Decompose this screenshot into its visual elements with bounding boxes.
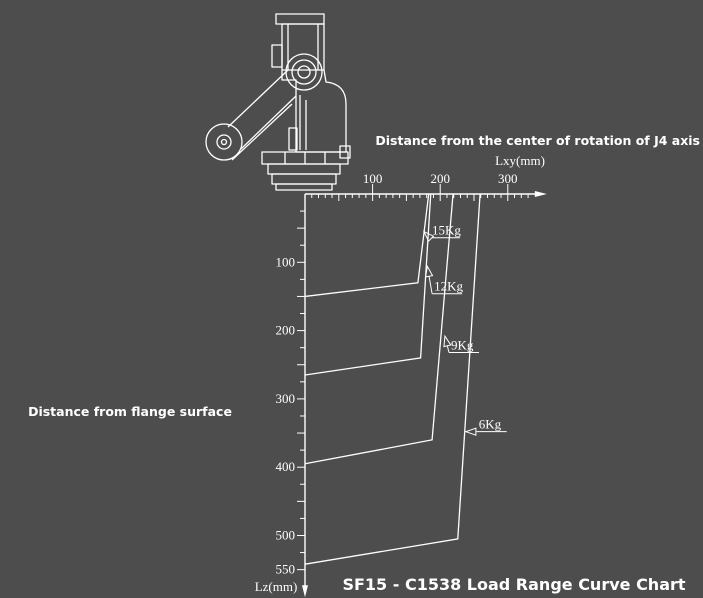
y-minor-ticks [297,210,305,571]
x-tick-label: 100 [363,171,383,186]
series-arrowhead [464,427,477,436]
series-layer: 15Kg 12Kg 9Kg 6Kg [304,193,507,565]
series-label-9Kg: 9Kg [451,337,474,352]
chart-title: SF15 - C1538 Load Range Curve Chart [342,575,685,594]
series-line-9Kg [304,193,454,465]
y-tick-label: 400 [276,459,296,474]
x-axis-caption: Distance from the center of rotation of … [375,133,700,148]
y-tick-label: 200 [276,323,296,338]
y-tick-label: 100 [276,254,296,269]
series-line-12Kg [304,193,432,376]
series-line-6Kg [304,193,481,565]
y-axis-caption: Distance from flange surface [28,404,232,419]
x-axis-label: Lxy(mm) [495,153,545,168]
x-tick-label: 200 [430,171,450,186]
series-label-12Kg: 12Kg [434,279,463,294]
series-label-6Kg: 6Kg [479,417,502,432]
y-tick-label: 550 [276,562,296,577]
x-tick-labels: 100 200 300 [363,171,518,194]
axes [304,193,539,590]
series-label-15Kg: 15Kg [432,223,461,238]
y-tick-labels: 100 200 300 400 500 550 [276,254,296,576]
x-minor-ticks [311,194,529,201]
series-arrowhead [443,334,452,348]
series-line-15Kg [304,193,430,298]
y-axis-label: Lz(mm) [255,579,298,594]
y-tick-label: 300 [276,391,296,406]
x-tick-label: 300 [498,171,518,186]
arrow-down-icon [302,585,308,598]
series-arrowhead [425,264,434,278]
robot-arm-flange-icon [205,13,351,191]
y-tick-label: 500 [276,528,296,543]
arrow-right-icon [534,191,547,197]
